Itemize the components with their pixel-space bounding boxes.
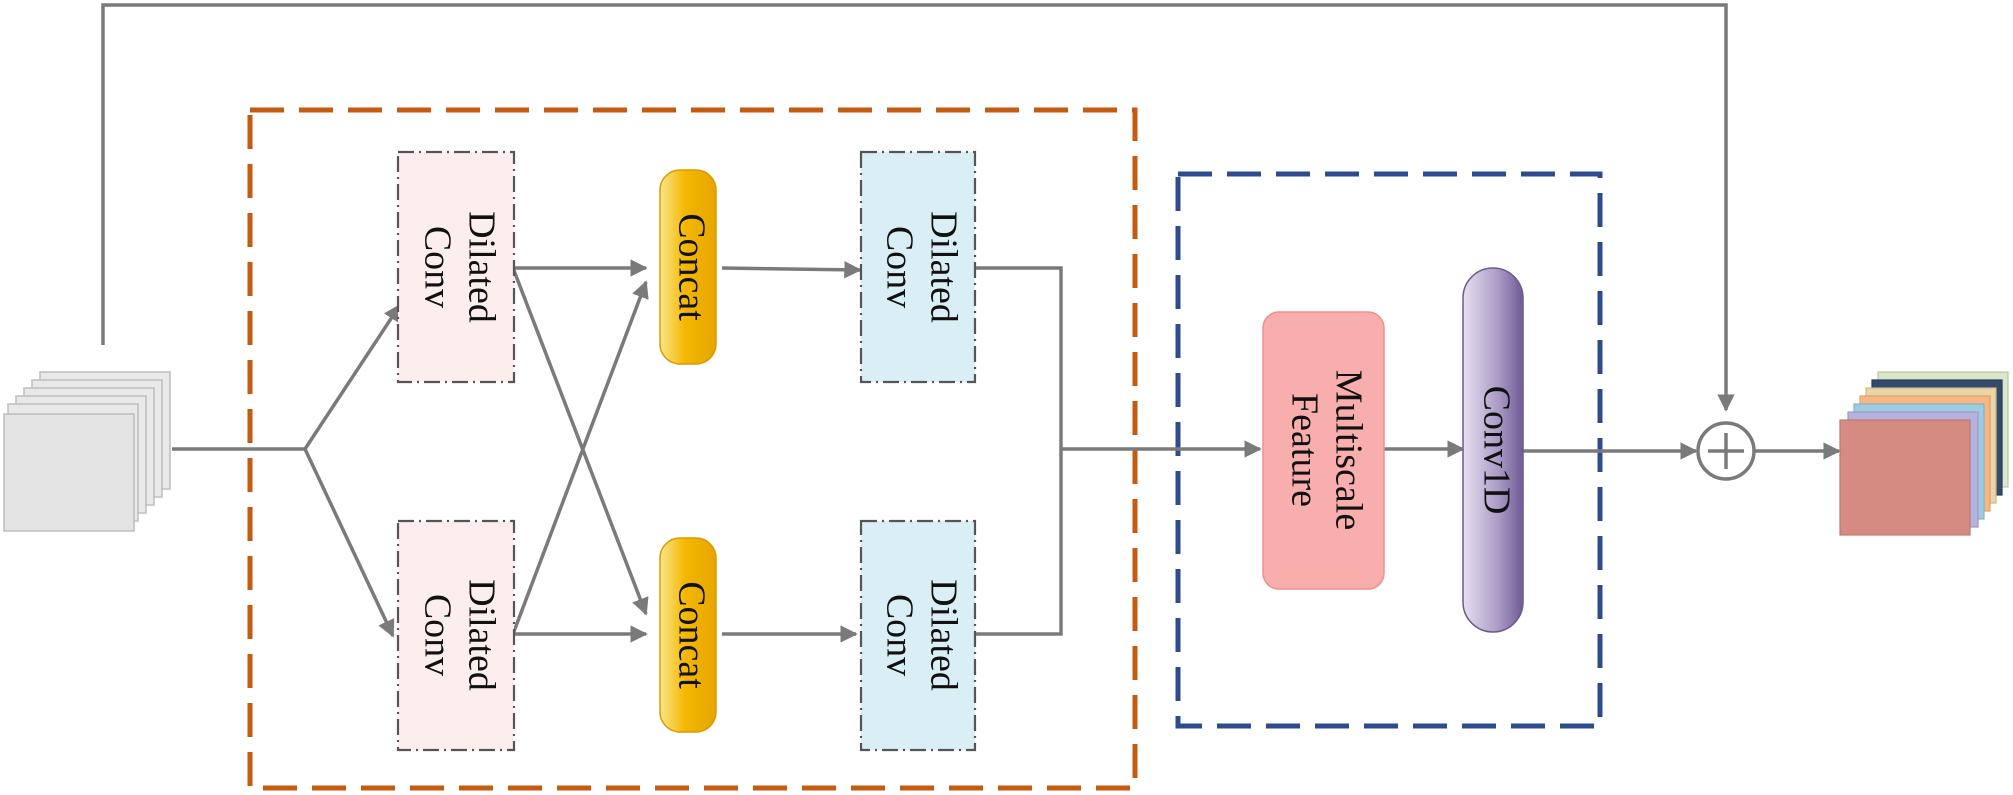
dilated-conv-label-line1: Dilated bbox=[460, 211, 502, 323]
dilated-conv-label-line2: Conv bbox=[416, 594, 458, 676]
dilated-conv-label-line1: Dilated bbox=[922, 211, 964, 323]
add-node bbox=[1696, 421, 1756, 481]
concat-bottom: Concat bbox=[659, 537, 717, 733]
concat-label: Concat bbox=[670, 581, 712, 689]
concat-label: Concat bbox=[670, 213, 712, 321]
dilated-conv-label-line1: Dilated bbox=[460, 579, 502, 691]
output-feature-stack bbox=[1839, 371, 2009, 536]
conv1d-label: Conv1D bbox=[1475, 386, 1517, 515]
dilated-conv-label-line2: Conv bbox=[878, 226, 920, 308]
dilated-conv-label-line2: Conv bbox=[878, 594, 920, 676]
multiscale-feature-block: Multiscale Feature bbox=[1262, 311, 1385, 590]
dilated-conv-bottom-right: Dilated Conv bbox=[859, 519, 977, 752]
dilated-conv-label-line1: Dilated bbox=[922, 579, 964, 691]
input-feature-stack bbox=[3, 371, 171, 532]
dilated-block-frame bbox=[247, 107, 1138, 791]
dilated-conv-top-left: Dilated Conv bbox=[396, 150, 516, 384]
connections bbox=[172, 259, 1841, 643]
skip-connection-arrow bbox=[101, 3, 1735, 412]
concat-top: Concat bbox=[659, 169, 717, 365]
dilated-conv-top-right: Dilated Conv bbox=[859, 150, 977, 384]
conv1d-block: Conv1D bbox=[1462, 267, 1524, 633]
dilated-conv-label-line2: Conv bbox=[416, 226, 458, 308]
dilated-conv-bottom-left: Dilated Conv bbox=[396, 519, 516, 752]
multiscale-label-line1: Multiscale bbox=[1327, 370, 1369, 530]
multiscale-label-line2: Feature bbox=[1283, 393, 1325, 507]
